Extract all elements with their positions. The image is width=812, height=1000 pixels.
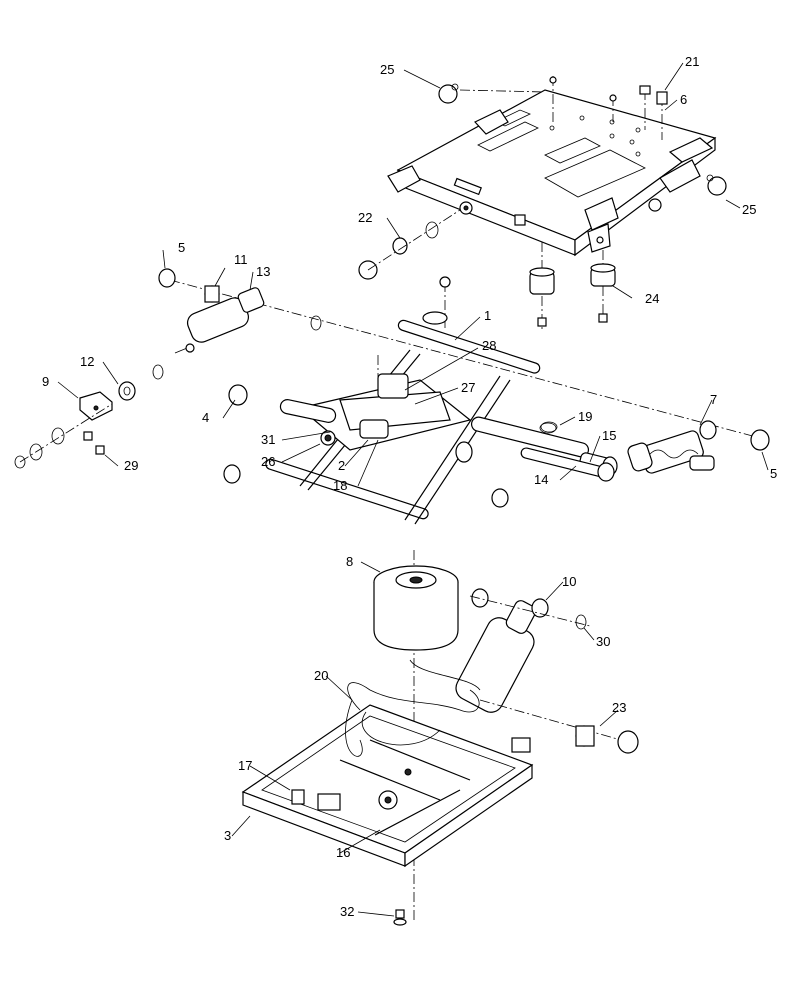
cap-right	[706, 174, 727, 196]
callout-16: 16	[336, 845, 350, 860]
callout-25-right: 25	[742, 202, 756, 217]
right-damper	[627, 420, 770, 474]
callout-10: 10	[562, 574, 576, 589]
callout-23: 23	[612, 700, 626, 715]
callout-5-left: 5	[178, 240, 185, 255]
callout-6: 6	[680, 92, 687, 107]
callout-24: 24	[645, 291, 659, 306]
cap-left	[438, 83, 546, 104]
callout-12: 12	[80, 354, 94, 369]
left-damper	[118, 268, 761, 439]
callout-26: 26	[261, 454, 275, 469]
callout-30: 30	[596, 634, 610, 649]
callout-8: 8	[346, 554, 353, 569]
base-frame	[241, 659, 534, 868]
callout-3: 3	[224, 828, 231, 843]
callout-29: 29	[124, 458, 138, 473]
callout-25-top: 25	[380, 62, 394, 77]
lower-damper	[455, 588, 639, 754]
bottom-bolt	[393, 909, 407, 926]
callout-32: 32	[340, 904, 354, 919]
top-plate	[387, 89, 717, 257]
callout-28: 28	[482, 338, 496, 353]
callout-15: 15	[602, 428, 616, 443]
callout-9: 9	[42, 374, 49, 389]
callout-labels: 25 25 21 6 22 24 5 11 13 12 9 29 1 28 27…	[42, 54, 777, 919]
rubber-bumpers	[529, 242, 616, 330]
callout-22: 22	[358, 210, 372, 225]
callout-14: 14	[534, 472, 548, 487]
callout-31: 31	[261, 432, 275, 447]
callout-19: 19	[578, 409, 592, 424]
callout-27: 27	[461, 380, 475, 395]
callout-21: 21	[685, 54, 699, 69]
bushing-22	[358, 209, 461, 280]
screw-group	[549, 76, 668, 140]
air-spring	[373, 550, 459, 920]
bracket-9	[14, 391, 113, 469]
callout-4: 4	[202, 410, 209, 425]
leader-lines	[57, 62, 769, 917]
callout-2: 2	[338, 458, 345, 473]
callout-13: 13	[256, 264, 270, 279]
callout-1: 1	[484, 308, 491, 323]
callout-18: 18	[333, 478, 347, 493]
scissor-frame	[223, 276, 618, 525]
callout-11: 11	[234, 252, 248, 267]
callout-20: 20	[314, 668, 328, 683]
callout-5-right: 5	[770, 466, 777, 481]
shaft-14	[520, 421, 615, 482]
callout-7: 7	[710, 392, 717, 407]
callout-17: 17	[238, 758, 252, 773]
